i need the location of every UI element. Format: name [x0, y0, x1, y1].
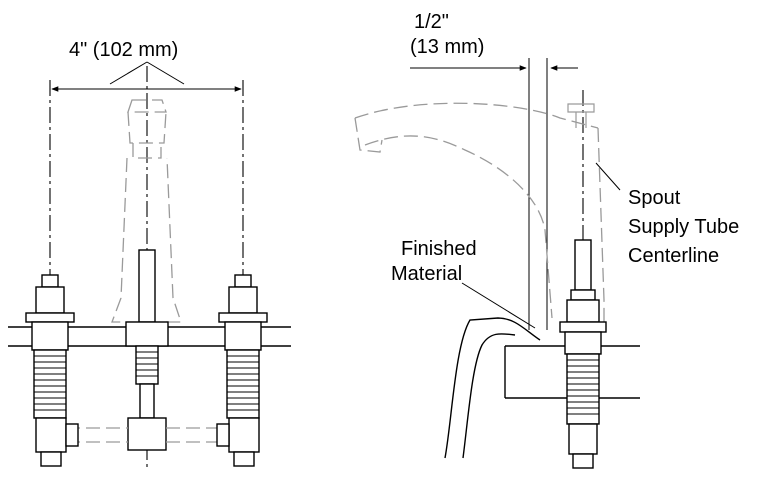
offset-dimension-label-line1: 1/2" — [414, 11, 449, 33]
side-valve — [559, 239, 607, 469]
left-valve — [25, 274, 75, 467]
tee-connector — [65, 417, 230, 451]
spout-label-line3: Centerline — [628, 245, 719, 267]
right-valve — [218, 274, 268, 467]
ghost-spout-side — [354, 102, 605, 323]
side-view: 1/2" (13 mm) — [354, 11, 739, 469]
counter-deck — [444, 317, 640, 459]
spacing-dimension-label: 4" (102 mm) — [69, 39, 178, 61]
spout-leader — [595, 162, 621, 191]
finished-material-leader — [461, 282, 536, 329]
spout-label-line1: Spout — [628, 187, 681, 209]
finished-material-label-line1: Finished — [401, 238, 477, 260]
spout-shank — [125, 249, 169, 419]
offset-dimension-label-line2: (13 mm) — [410, 36, 484, 58]
finished-material-label-line2: Material — [391, 263, 462, 285]
front-view: 4" (102 mm) — [8, 39, 291, 468]
offset-dimension: 1/2" (13 mm) — [410, 11, 578, 330]
spout-label-line2: Supply Tube — [628, 216, 739, 238]
